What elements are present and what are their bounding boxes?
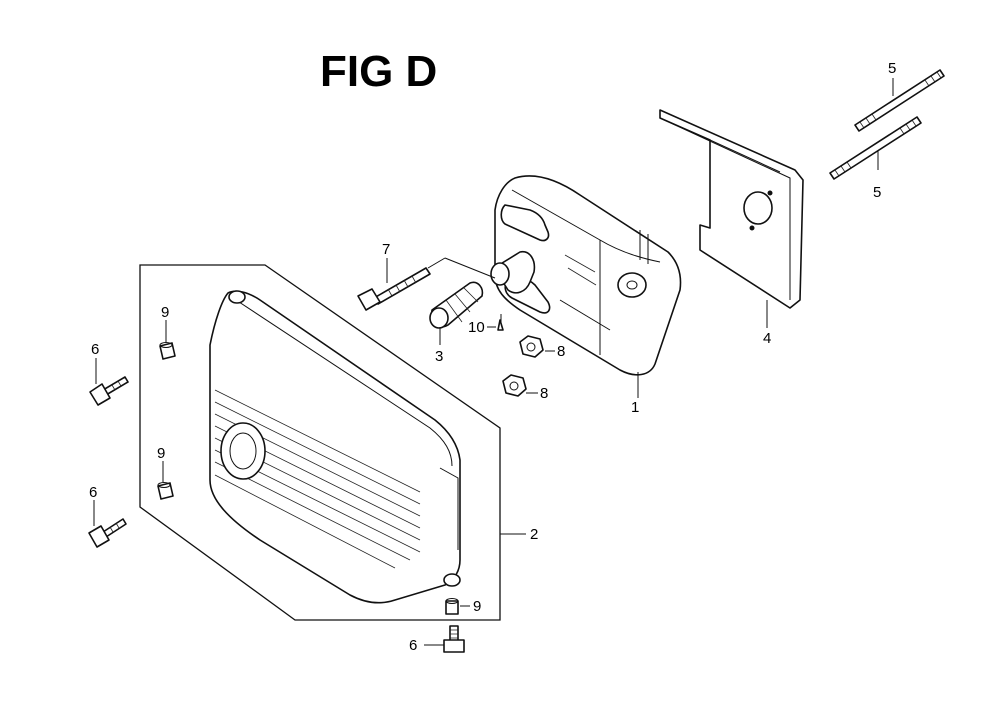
- figure-title: FIG D: [320, 47, 437, 96]
- callout-9-lower: 9: [473, 598, 481, 615]
- part-6-bolt-middle: [88, 518, 127, 548]
- callout-8-upper: 8: [557, 343, 565, 360]
- callout-3: 3: [435, 348, 443, 365]
- part-5-stud-upper: [854, 69, 945, 132]
- part-7-bolt: [357, 267, 431, 311]
- callout-4: 4: [763, 330, 771, 347]
- callout-6-lower: 6: [409, 637, 417, 654]
- callout-2: 2: [530, 526, 538, 543]
- callout-5-lower: 5: [873, 184, 881, 201]
- assembly-outline: [139, 264, 501, 621]
- part-5-stud-lower: [829, 116, 922, 180]
- leader-lines: [93, 78, 894, 646]
- callout-6-upper: 6: [91, 341, 99, 358]
- heat-shield-hole: [743, 191, 773, 225]
- cover-outlet-hole: [220, 422, 266, 480]
- callout-7: 7: [382, 241, 390, 258]
- callout-5-upper: 5: [888, 60, 896, 77]
- part-6-bolt-lower: [443, 625, 465, 653]
- callout-8-lower: 8: [540, 385, 548, 402]
- callout-9-upper: 9: [161, 304, 169, 321]
- part-10-screw: [497, 314, 504, 331]
- part-8-nut-upper: [519, 335, 544, 358]
- part-1-muffler: [490, 175, 682, 376]
- part-9-collar-middle: [157, 482, 174, 500]
- part-6-bolt-upper: [89, 376, 129, 406]
- callout-1: 1: [631, 399, 639, 416]
- part-9-collar-lower: [445, 598, 459, 615]
- callout-6-middle: 6: [89, 484, 97, 501]
- part-2-muffler-protector: [209, 290, 461, 604]
- part-8-nut-lower: [502, 374, 527, 397]
- callout-9-middle: 9: [157, 445, 165, 462]
- callout-10: 10: [468, 319, 485, 336]
- part-9-collar-upper: [159, 342, 176, 360]
- part-4-heat-shield: [659, 109, 804, 309]
- part-3-spark-arrester: [429, 281, 484, 329]
